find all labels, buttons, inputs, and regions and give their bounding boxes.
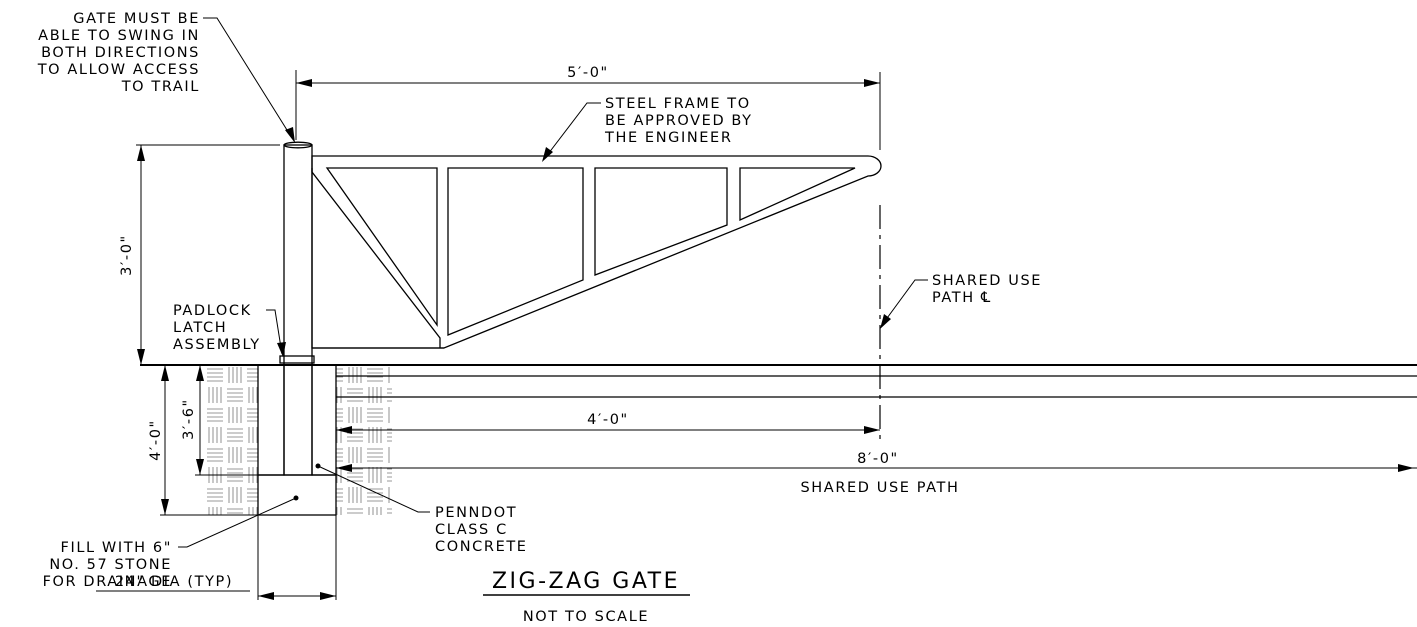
dim-gate-height-label: 3′-0" xyxy=(119,234,135,276)
leader-centerline xyxy=(880,279,928,329)
note-centerline: SHARED USE PATH ℄ xyxy=(932,273,1042,306)
note-stone-line-3: FOR DRAINAGE xyxy=(43,574,172,590)
dim-post-depth-label: 3′-6" xyxy=(181,398,197,440)
dim-footing-depth: 4′-0" xyxy=(148,365,258,516)
note-centerline-line-1: SHARED USE xyxy=(932,273,1042,289)
concrete-encasement xyxy=(257,364,337,476)
note-steel-frame-line-1: STEEL FRAME TO xyxy=(605,96,751,112)
dim-post-to-centerline-label: 4′-0" xyxy=(587,412,629,428)
note-steel-frame-line-2: BE APPROVED BY xyxy=(605,113,753,129)
dim-footing-diameter: 24" DIA (TYP) xyxy=(96,515,337,600)
soil-hatch xyxy=(205,365,392,515)
gate-post xyxy=(279,141,315,476)
note-padlock: PADLOCK LATCH ASSEMBLY xyxy=(173,303,261,353)
dim-post-depth: 3′-6" xyxy=(181,365,258,476)
padlock-latch-collar xyxy=(279,355,315,364)
dim-footing-depth-label: 4′-0" xyxy=(148,419,164,461)
steel-gate-frame xyxy=(311,155,882,349)
note-centerline-line-2: PATH ℄ xyxy=(932,290,992,306)
note-stone-line-1: FILL WITH 6" xyxy=(61,540,172,556)
leader-stone xyxy=(178,495,299,548)
dim-path-width-label: 8′-0" xyxy=(857,451,899,467)
shared-use-path-surface xyxy=(140,364,1417,398)
note-padlock-line-3: ASSEMBLY xyxy=(173,337,261,353)
dim-gate-length-label: 5′-0" xyxy=(567,65,609,81)
dim-gate-height: 3′-0" xyxy=(119,144,280,365)
note-padlock-line-2: LATCH xyxy=(173,320,227,336)
stone-drainage-fill xyxy=(257,474,337,516)
dim-footing-diameter-label: 24" DIA (TYP) xyxy=(115,574,233,590)
leader-steel-frame xyxy=(542,102,601,162)
note-concrete-line-2: CLASS C xyxy=(435,522,508,538)
note-gate-swing-line-3: BOTH DIRECTIONS xyxy=(41,45,200,61)
note-concrete-line-3: CONCRETE xyxy=(435,539,528,555)
note-concrete-line-1: PENNDOT xyxy=(435,505,517,521)
note-stone-line-2: NO. 57 STONE xyxy=(49,557,172,573)
note-gate-swing-line-1: GATE MUST BE xyxy=(73,11,200,27)
note-gate-swing-line-2: ABLE TO SWING IN xyxy=(38,28,200,44)
note-concrete: PENNDOT CLASS C CONCRETE xyxy=(435,505,528,555)
leader-gate-swing xyxy=(203,17,295,143)
leader-padlock xyxy=(266,309,286,357)
drawing-title-block: ZIG-ZAG GATE NOT TO SCALE xyxy=(483,569,690,625)
dim-gate-length: 5′-0" xyxy=(295,65,881,150)
note-stone: FILL WITH 6" NO. 57 STONE FOR DRAINAGE xyxy=(43,540,172,590)
dim-post-to-centerline: 4′-0" xyxy=(336,412,880,434)
leader-concrete xyxy=(315,463,430,513)
dim-path-width-caption: SHARED USE PATH xyxy=(801,480,960,496)
note-gate-swing: GATE MUST BE ABLE TO SWING IN BOTH DIREC… xyxy=(37,11,200,95)
drawing-title: ZIG-ZAG GATE xyxy=(492,569,680,594)
dim-path-width: 8′-0" SHARED USE PATH xyxy=(336,451,1417,496)
drawing-scale-note: NOT TO SCALE xyxy=(523,609,649,625)
note-steel-frame: STEEL FRAME TO BE APPROVED BY THE ENGINE… xyxy=(604,96,753,146)
note-steel-frame-line-3: THE ENGINEER xyxy=(604,130,733,146)
note-gate-swing-line-5: TO TRAIL xyxy=(121,79,200,95)
note-padlock-line-1: PADLOCK xyxy=(173,303,252,319)
note-gate-swing-line-4: TO ALLOW ACCESS xyxy=(37,62,200,78)
